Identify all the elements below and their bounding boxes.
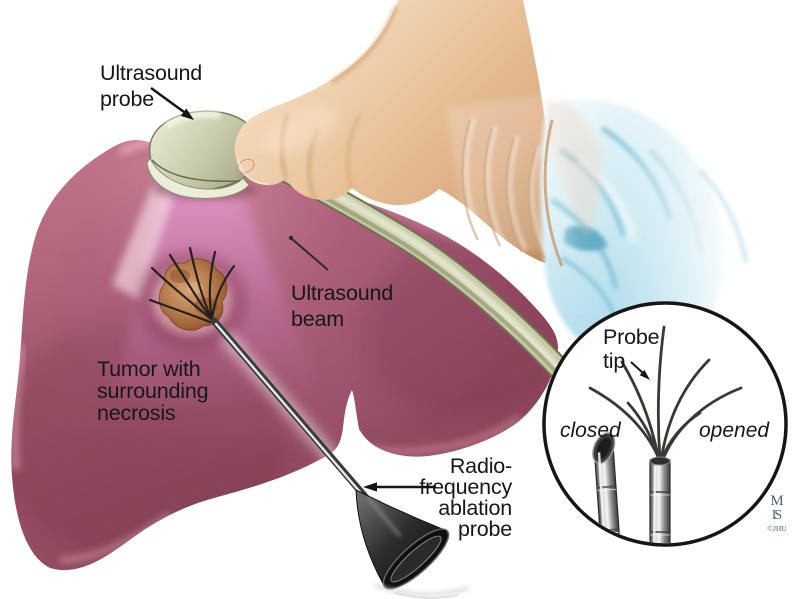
- inset-caption-closed: closed: [560, 419, 622, 442]
- label-ultrasound-probe: Ultrasound probe: [100, 61, 202, 111]
- inset-circle: Probe tip closed opened: [542, 301, 788, 547]
- ablation-tines: [148, 246, 236, 324]
- label-tumor-line2: surrounding: [97, 379, 208, 403]
- label-ultrasound-probe-line2: probe: [100, 87, 154, 111]
- label-tumor-line1: Tumor with: [97, 357, 201, 381]
- label-rfa-probe-line1: Radio-: [450, 454, 512, 478]
- inset-title-line2: tip: [603, 349, 625, 373]
- signature-is: IS: [772, 508, 782, 523]
- label-ultrasound-probe-line1: Ultrasound: [100, 61, 202, 85]
- arrow-ultrasound-probe: [150, 87, 194, 120]
- label-ultrasound-beam: Ultrasound beam: [291, 281, 393, 331]
- label-rfa-probe-line3: ablation: [438, 496, 512, 520]
- sleeve-wisp: [698, 168, 748, 263]
- inset-caption-opened: opened: [699, 419, 770, 442]
- rfa-needle: [210, 317, 372, 504]
- needle-handle: [355, 489, 482, 599]
- signature-monogram: M IS ©JHU: [767, 493, 787, 533]
- signature-credit: ©JHU: [767, 524, 787, 533]
- surgical-glove: [446, 92, 576, 267]
- opened-tines: [588, 325, 743, 464]
- arrow-rfa-probe: [363, 482, 436, 492]
- label-tumor-line3: necrosis: [97, 401, 175, 425]
- signature-m: M: [770, 493, 783, 509]
- label-ultrasound-beam-line2: beam: [291, 307, 344, 331]
- arrow-probe-tip: [630, 361, 650, 380]
- inset-title-line1: Probe: [603, 325, 659, 349]
- label-tumor: Tumor with surrounding necrosis: [97, 357, 209, 425]
- leader-ultrasound-beam: [288, 235, 329, 271]
- probe-tip-opened: [588, 325, 743, 543]
- label-ultrasound-beam-line1: Ultrasound: [291, 281, 393, 305]
- label-rfa-probe-line4: probe: [458, 517, 512, 541]
